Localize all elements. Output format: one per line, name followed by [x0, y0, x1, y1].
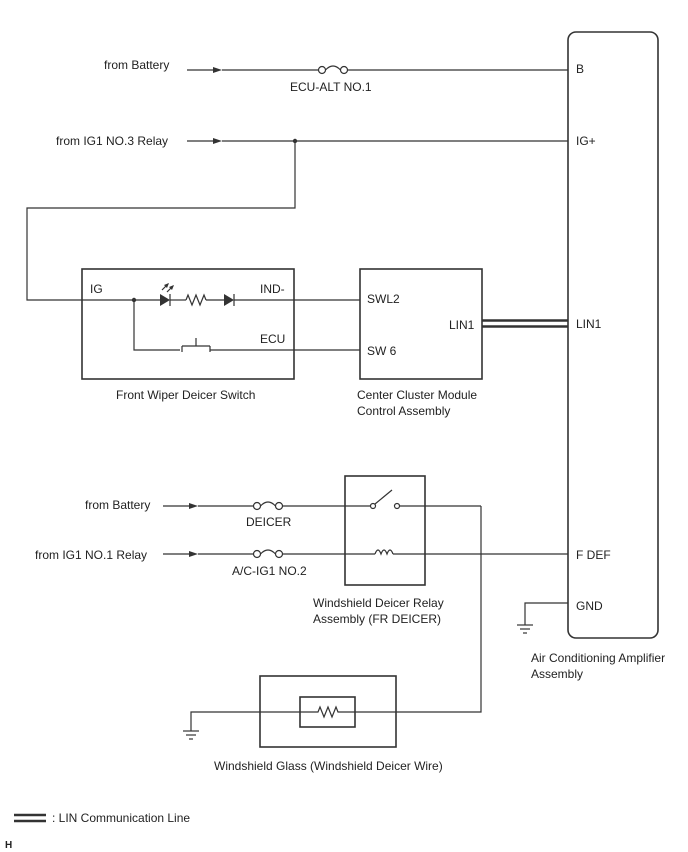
fuse-deicer: [252, 501, 284, 511]
ig1-no3-label: from IG1 NO.3 Relay: [56, 134, 168, 148]
switch-pin-ecu: ECU: [260, 332, 285, 346]
ground-icon: [517, 624, 533, 634]
arrow-ig1-no3: [187, 138, 222, 144]
arrow-battery-top: [187, 67, 222, 73]
relay-name-line2: Assembly (FR DEICER): [313, 612, 441, 626]
wire-ig-to-switch: [26, 141, 296, 301]
switch-pin-ig: IG: [90, 282, 103, 296]
relay-coil-icon: [374, 549, 394, 556]
deicer-switch-box: [81, 268, 295, 380]
ig1-no1-label: from IG1 NO.1 Relay: [35, 548, 147, 562]
ground-icon: [183, 730, 199, 740]
amp-pin-fdef: F DEF: [576, 548, 611, 562]
relay-box: [344, 475, 426, 586]
fuse-ac-ig1-label: A/C-IG1 NO.2: [232, 564, 307, 578]
amp-name-line2: Assembly: [531, 667, 583, 681]
amp-name-line1: Air Conditioning Amplifier: [531, 651, 665, 665]
amp-pin-lin1: LIN1: [576, 317, 602, 331]
fuse-ac-ig1: [252, 549, 284, 559]
relay-contact-icon: [369, 489, 401, 510]
lin-communication-line: [482, 319, 568, 328]
center-cluster-box: [359, 268, 483, 380]
battery-bottom-label: from Battery: [85, 498, 150, 512]
cluster-name-line1: Center Cluster Module: [357, 388, 477, 402]
fuse-deicer-label: DEICER: [246, 515, 292, 529]
resistor-icon: [185, 293, 207, 307]
amp-pin-ig: IG+: [576, 134, 596, 148]
cluster-name-line2: Control Assembly: [357, 404, 450, 418]
heater-resistor-icon: [300, 705, 355, 719]
legend-label: : LIN Communication Line: [52, 811, 190, 825]
arrow-battery-bottom: [163, 503, 198, 509]
amp-pin-b: B: [576, 62, 584, 76]
cluster-pin-swl2: SWL2: [367, 292, 400, 306]
arrow-ig1-no1: [163, 551, 198, 557]
amp-pin-gnd: GND: [576, 599, 603, 613]
battery-top-label: from Battery: [104, 58, 169, 72]
cluster-pin-lin1: LIN1: [449, 318, 475, 332]
glass-name: Windshield Glass (Windshield Deicer Wire…: [214, 759, 443, 773]
switch-name: Front Wiper Deicer Switch: [116, 388, 255, 402]
fuse-ecu-alt: [317, 65, 349, 75]
cluster-pin-sw6: SW 6: [367, 344, 397, 358]
switch-internal-wire: [133, 300, 180, 351]
wire-amp-gnd: [524, 602, 568, 625]
wire-glass-gnd: [190, 711, 260, 731]
legend-lin-symbol: [14, 813, 46, 823]
ac-amplifier-box: [567, 31, 659, 639]
wire-relay-to-glass: [396, 506, 482, 713]
pushbutton-icon: [181, 338, 211, 352]
switch-pin-ind: IND-: [260, 282, 285, 296]
fuse-ecu-alt-label: ECU-ALT NO.1: [290, 80, 372, 94]
corner-mark: H: [5, 840, 12, 851]
relay-name-line1: Windshield Deicer Relay: [313, 596, 444, 610]
